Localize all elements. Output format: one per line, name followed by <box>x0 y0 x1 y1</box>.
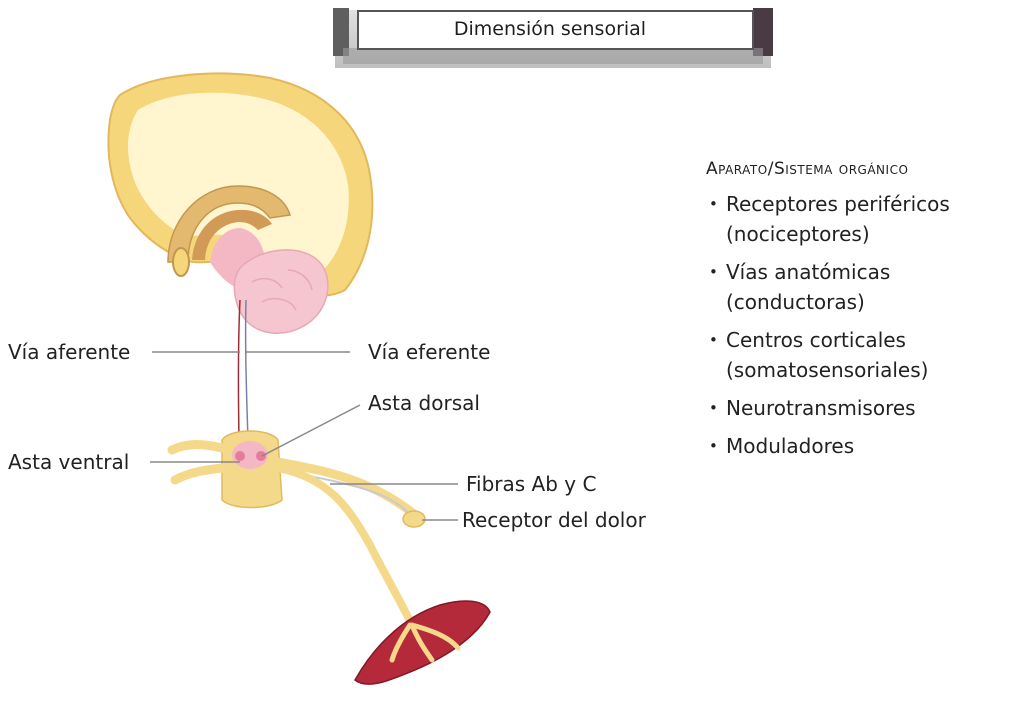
list-item: Moduladores <box>706 431 1006 461</box>
list-item: Receptores periféricos (nociceptores) <box>706 189 1006 249</box>
label-asta-ventral: Asta ventral <box>8 450 129 474</box>
pain-receptor <box>403 511 425 527</box>
list-item: Centros corticales (somatosensoriales) <box>706 325 1006 385</box>
side-panel: Aparato/Sistema orgánico Receptores peri… <box>706 157 1006 469</box>
side-panel-heading: Aparato/Sistema orgánico <box>706 157 1006 181</box>
label-receptor: Receptor del dolor <box>462 508 646 532</box>
list-item: Neurotransmisores <box>706 393 1006 423</box>
leader-asta-dorsal <box>262 405 360 456</box>
list-item: Vías anatómicas (conductoras) <box>706 257 1006 317</box>
cerebellum <box>234 250 328 333</box>
side-panel-list: Receptores periféricos (nociceptores) Ví… <box>706 189 1006 461</box>
label-fibras: Fibras Ab y C <box>466 472 596 496</box>
afferent-path <box>238 300 240 440</box>
label-via-eferente: Vía eferente <box>368 340 490 364</box>
label-via-aferente: Vía aferente <box>8 340 130 364</box>
label-asta-dorsal: Asta dorsal <box>368 391 480 415</box>
